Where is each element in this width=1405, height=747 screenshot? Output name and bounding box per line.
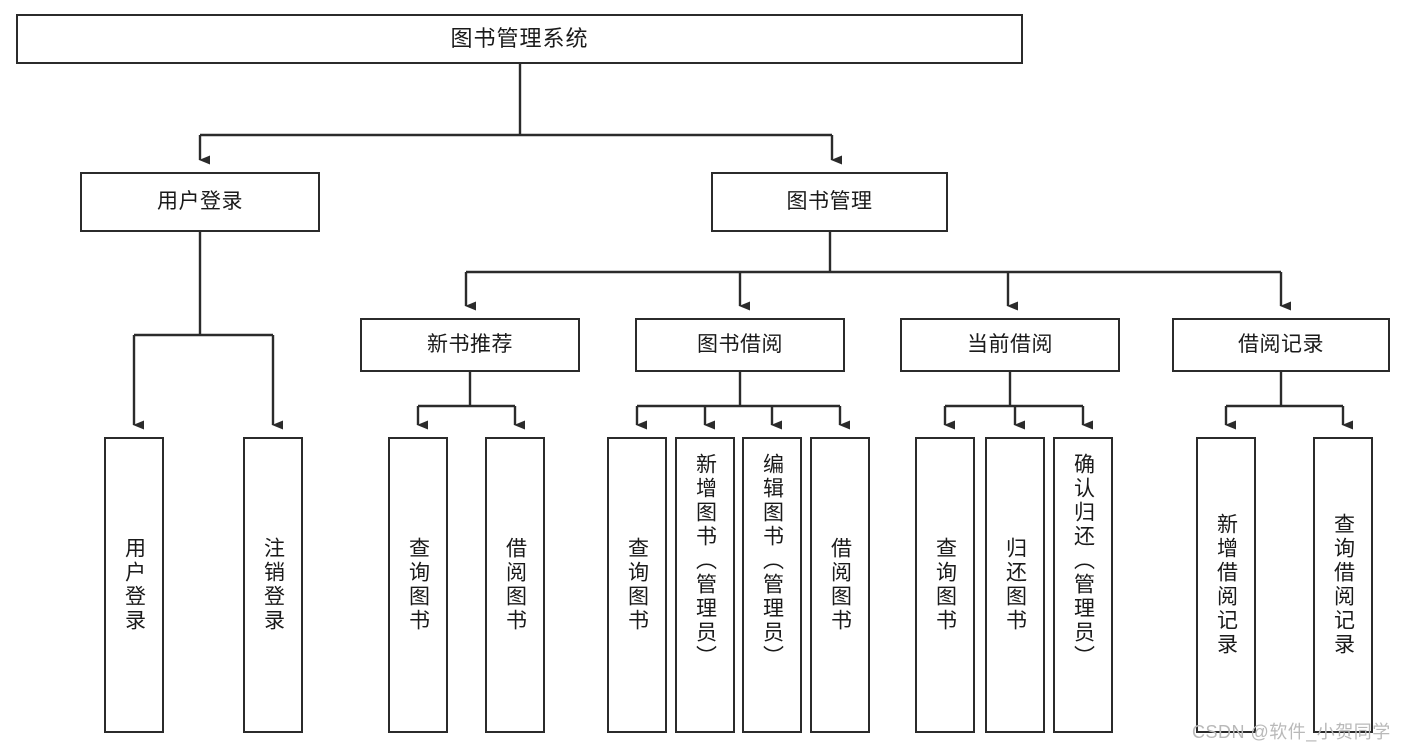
node-leaf-add-book-label: 新增图书（管理员） xyxy=(693,453,717,669)
node-leaf-query-record[interactable]: 查询借阅记录 xyxy=(1313,437,1373,733)
node-borrow-record[interactable]: 借阅记录 xyxy=(1172,318,1390,372)
node-book-manage-label: 图书管理 xyxy=(786,189,873,213)
node-leaf-user-login[interactable]: 用户登录 xyxy=(104,437,164,733)
node-user-login[interactable]: 用户登录 xyxy=(80,172,320,232)
node-leaf-borrow-book[interactable]: 借阅图书 xyxy=(810,437,870,733)
node-leaf-query-book-rec[interactable]: 查询图书 xyxy=(388,437,448,733)
edge-newbookrec-to-leaves xyxy=(416,372,525,430)
node-new-book-rec-label: 新书推荐 xyxy=(427,332,513,356)
node-leaf-add-record-label: 新增借阅记录 xyxy=(1214,513,1238,657)
node-book-borrow[interactable]: 图书借阅 xyxy=(635,318,845,372)
edge-userlogin-to-leaves xyxy=(132,232,283,430)
node-leaf-user-logout[interactable]: 注销登录 xyxy=(243,437,303,733)
node-leaf-confirm-return[interactable]: 确认归还（管理员） xyxy=(1053,437,1113,733)
node-leaf-add-record[interactable]: 新增借阅记录 xyxy=(1196,437,1256,733)
node-root-system[interactable]: 图书管理系统 xyxy=(16,14,1023,64)
node-leaf-borrow-book-rec-label: 借阅图书 xyxy=(503,537,527,633)
node-user-login-label: 用户登录 xyxy=(157,189,243,213)
node-leaf-edit-book-label: 编辑图书（管理员） xyxy=(760,453,784,669)
node-leaf-user-login-label: 用户登录 xyxy=(122,537,146,633)
edge-root-to-level2 xyxy=(198,64,842,165)
edge-currentborrow-to-leaves xyxy=(943,372,1093,430)
node-leaf-user-logout-label: 注销登录 xyxy=(261,537,285,633)
edge-bookmanage-to-level3 xyxy=(464,232,1291,311)
node-leaf-confirm-return-label: 确认归还（管理员） xyxy=(1071,453,1095,669)
edge-borrowrecord-to-leaves xyxy=(1224,372,1353,430)
node-leaf-query-book-cur[interactable]: 查询图书 xyxy=(915,437,975,733)
node-new-book-rec[interactable]: 新书推荐 xyxy=(360,318,580,372)
watermark-text: CSDN @软件_小贺同学 xyxy=(1192,722,1391,742)
node-leaf-query-book-borrow-label: 查询图书 xyxy=(625,537,649,633)
node-book-manage[interactable]: 图书管理 xyxy=(711,172,948,232)
node-leaf-query-record-label: 查询借阅记录 xyxy=(1331,513,1355,657)
node-leaf-edit-book[interactable]: 编辑图书（管理员） xyxy=(742,437,802,733)
node-borrow-record-label: 借阅记录 xyxy=(1238,332,1324,356)
node-current-borrow[interactable]: 当前借阅 xyxy=(900,318,1120,372)
node-leaf-query-book-cur-label: 查询图书 xyxy=(933,537,957,633)
node-leaf-add-book[interactable]: 新增图书（管理员） xyxy=(675,437,735,733)
node-root-label: 图书管理系统 xyxy=(450,26,589,52)
node-current-borrow-label: 当前借阅 xyxy=(967,332,1053,356)
node-leaf-borrow-book-label: 借阅图书 xyxy=(828,537,852,633)
node-leaf-return-book-label: 归还图书 xyxy=(1003,537,1027,633)
edge-bookborrow-to-leaves xyxy=(635,372,850,430)
node-leaf-query-book-borrow[interactable]: 查询图书 xyxy=(607,437,667,733)
node-leaf-borrow-book-rec[interactable]: 借阅图书 xyxy=(485,437,545,733)
node-leaf-return-book[interactable]: 归还图书 xyxy=(985,437,1045,733)
node-leaf-query-book-rec-label: 查询图书 xyxy=(406,537,430,633)
node-book-borrow-label: 图书借阅 xyxy=(697,332,783,356)
